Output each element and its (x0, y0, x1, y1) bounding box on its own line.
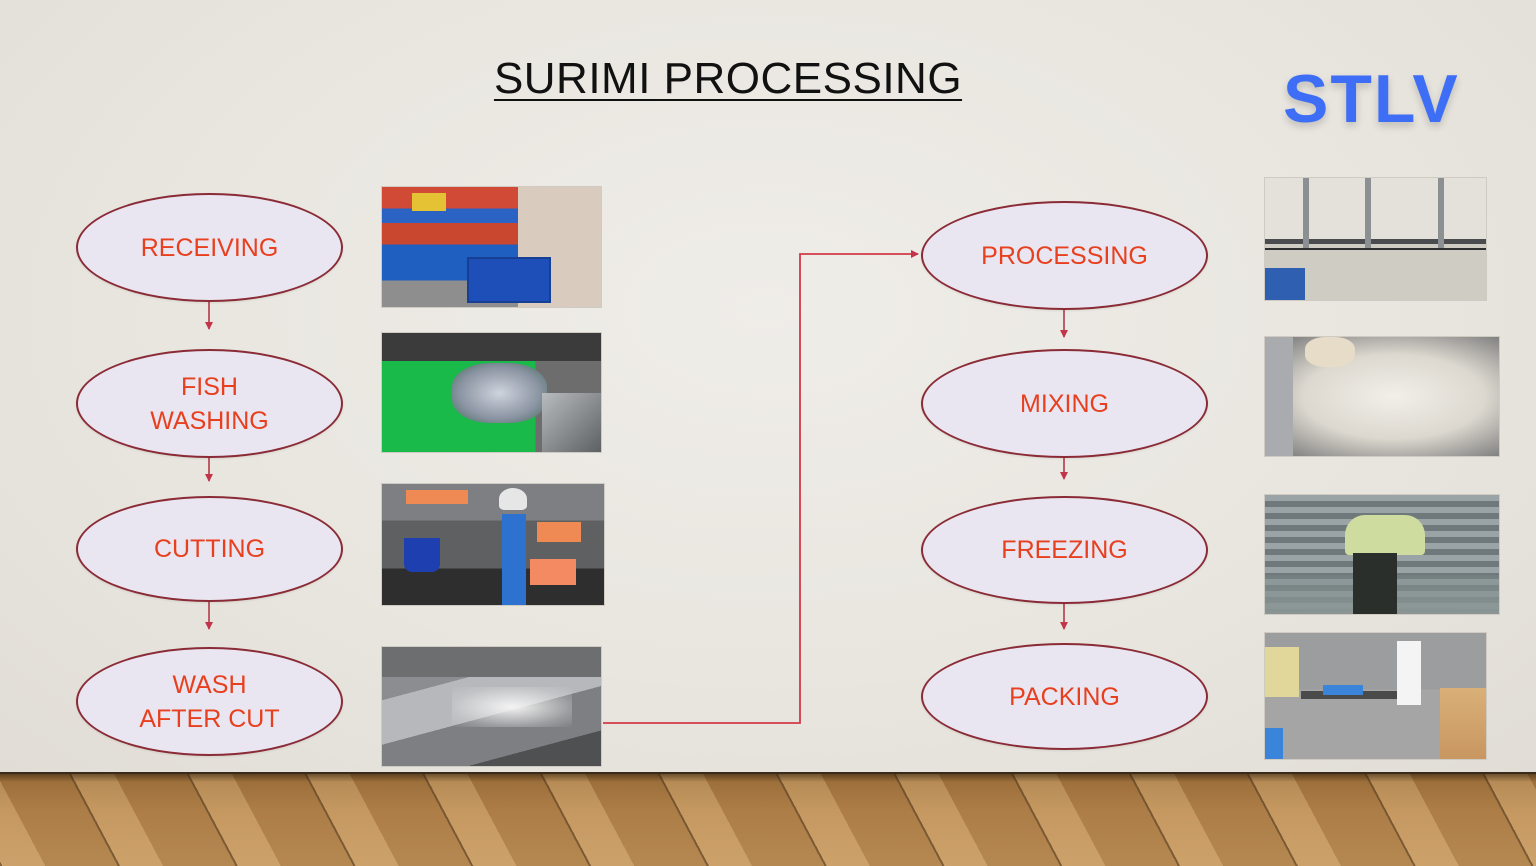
worker-apron-shape (502, 514, 526, 605)
slide-title: SURIMI PROCESSING (493, 54, 963, 103)
fish-crates-receiving-photo (381, 186, 602, 308)
company-logo: STLV (1283, 61, 1460, 137)
surimi-mixing-photo (1264, 336, 1500, 457)
step-wash-after-cut: WASH AFTER CUT (76, 647, 343, 756)
step-fish-washing: FISH WASHING (76, 349, 343, 458)
step-processing: PROCESSING (921, 201, 1208, 310)
wood-floor-decoration (0, 772, 1536, 866)
step-packing: PACKING (921, 643, 1208, 750)
step-label: CUTTING (153, 535, 266, 563)
step-label: MIXING (1020, 389, 1109, 418)
yellow-crate-shape (412, 193, 446, 211)
blue-bucket-shape (404, 538, 440, 572)
step-cutting: CUTTING (76, 496, 343, 602)
step-label: WASH AFTER CUT (139, 670, 280, 733)
packing-station-photo (1264, 632, 1487, 760)
step-label: FISH WASHING (150, 372, 269, 435)
boxes-shape (1440, 688, 1486, 759)
step-label: FREEZING (1001, 536, 1128, 564)
step-label: PROCESSING (981, 241, 1148, 270)
fish-pile-shape (452, 363, 547, 423)
fish-washing-green-bins-photo (381, 332, 602, 453)
worker-shape (1345, 515, 1425, 555)
step-label: RECEIVING (140, 233, 279, 262)
plate-freezer-photo (1264, 494, 1500, 615)
step-receiving: RECEIVING (76, 193, 343, 302)
workers-cutting-fish-photo (381, 483, 605, 606)
wash-tank-photo (381, 646, 602, 767)
step-freezing: FREEZING (921, 496, 1208, 604)
step-label: PACKING (1009, 682, 1120, 711)
step-mixing: MIXING (921, 349, 1208, 458)
blue-crate-shape (467, 257, 551, 303)
surimi-screw-press-photo (1264, 177, 1487, 301)
